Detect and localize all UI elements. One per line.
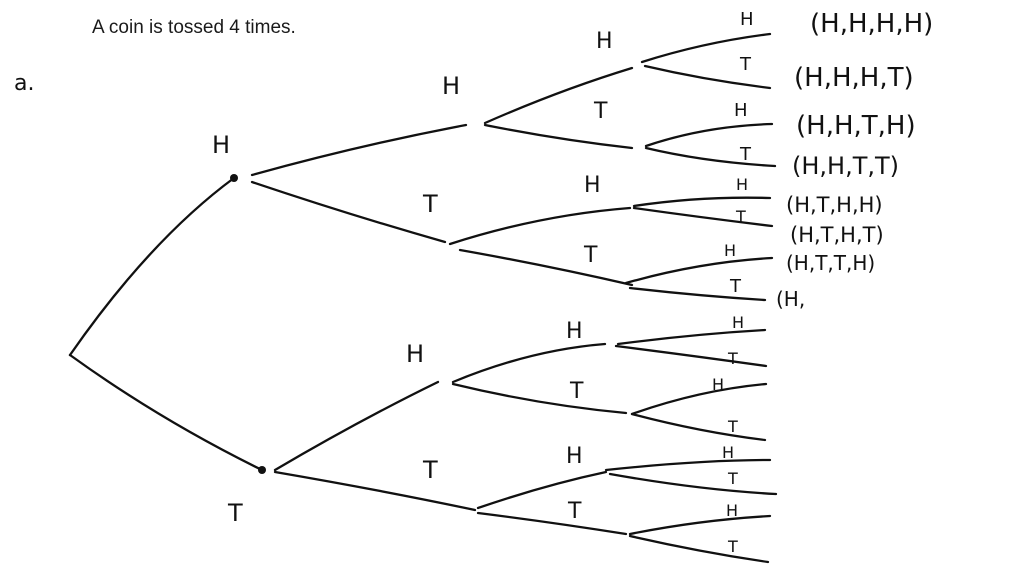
third-toss-label-8: T (567, 499, 582, 524)
branch-hhh-to-hhht (643, 64, 772, 90)
outcome-1: (H,H,H,H) (810, 9, 933, 39)
fourth-toss-label-13: H (722, 443, 734, 462)
fourth-toss-label-4: T (739, 144, 752, 165)
branch-tt-to-ttt (476, 511, 628, 536)
node-first-t (258, 466, 266, 474)
fourth-toss-label-3: H (734, 100, 748, 121)
second-toss-lower-t-label: T (422, 456, 438, 484)
branch-h-to-ht (250, 180, 447, 244)
branch-tht-to-thtt (630, 412, 767, 442)
fourth-toss-label-1: H (740, 9, 754, 30)
outcome-2: (H,H,H,T) (794, 63, 914, 93)
fourth-toss-label-14: T (727, 469, 738, 488)
branch-hht-to-hhtt (644, 146, 777, 168)
outcome-5: (H,T,H,H) (786, 193, 883, 217)
branch-htt-to-htth (624, 256, 774, 285)
fourth-toss-label-16: T (727, 537, 738, 556)
fourth-toss-label-7: H (724, 241, 736, 260)
branch-h-to-hh (250, 123, 468, 177)
outcome-6: (H,T,H,T) (790, 223, 884, 247)
fourth-toss-label-5: H (736, 175, 748, 194)
third-toss-label-3: H (584, 173, 601, 198)
branch-hth-to-htht (632, 206, 774, 228)
third-toss-label-5: H (566, 319, 583, 344)
branch-thh-to-thhh (616, 328, 767, 346)
third-toss-label-4: T (583, 243, 598, 268)
branch-t-to-tt (273, 470, 477, 512)
outcome-4: (H,H,T,T) (792, 152, 899, 180)
branch-hht-to-hhth (644, 122, 774, 148)
third-toss-label-7: H (566, 444, 583, 469)
branch-t-to-th (273, 380, 440, 472)
first-toss-t-label: T (227, 499, 243, 527)
branch-thh-to-thht (614, 344, 768, 368)
node-first-h (230, 174, 238, 182)
third-toss-label-2: T (593, 99, 608, 124)
third-toss-label-1: H (596, 29, 613, 54)
branch-th-to-thh (451, 342, 607, 384)
outcome-7: (H,T,T,H) (786, 251, 875, 275)
branch-root-to-h (68, 176, 236, 357)
branch-hhh-to-hhhh (640, 32, 772, 64)
branch-ttt-to-ttth (628, 514, 772, 536)
branch-th-to-tht (451, 382, 628, 415)
second-toss-lower-h-label: H (406, 340, 424, 368)
branch-root-to-t (68, 353, 264, 472)
branch-hth-to-hthh (632, 196, 772, 208)
branch-tt-to-tth (476, 470, 608, 510)
fourth-toss-label-10: T (727, 349, 738, 368)
fourth-toss-label-2: T (739, 54, 752, 75)
branch-hh-to-hhh (483, 66, 634, 125)
branch-htt-to-httt (628, 286, 767, 302)
outcome-3: (H,H,T,H) (796, 111, 916, 141)
outcome-8: (H, (776, 287, 805, 311)
branch-ht-to-htt (458, 248, 634, 287)
fourth-toss-label-9: H (732, 313, 744, 332)
branch-ht-to-hth (448, 206, 632, 246)
branch-tth-to-ttht (608, 472, 778, 496)
fourth-toss-label-6: T (735, 207, 746, 226)
fourth-toss-label-8: T (729, 276, 742, 297)
fourth-toss-label-12: T (727, 417, 738, 436)
part-label: a. (14, 71, 34, 96)
second-toss-upper-t-label: T (422, 190, 438, 218)
third-toss-label-6: T (569, 379, 584, 404)
second-toss-upper-h-label: H (442, 72, 460, 100)
first-toss-h-label: H (212, 131, 230, 159)
fourth-toss-label-15: H (726, 501, 738, 520)
fourth-toss-label-11: H (712, 375, 724, 394)
branch-hh-to-hht (483, 123, 634, 150)
branch-tth-to-tthh (604, 458, 772, 472)
branch-tht-to-thth (630, 382, 768, 416)
problem-title: A coin is tossed 4 times. (92, 17, 296, 38)
branch-ttt-to-tttt (628, 534, 770, 564)
